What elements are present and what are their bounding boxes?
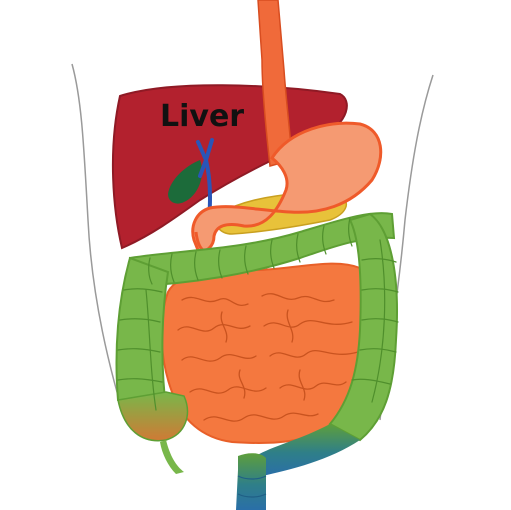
rectum <box>236 453 266 510</box>
appendix-tip <box>160 440 184 474</box>
liver-label: Liver <box>160 99 244 134</box>
ascending-colon <box>115 256 170 410</box>
small-intestine <box>160 262 379 444</box>
gallbladder <box>168 160 203 204</box>
sigmoid-colon <box>256 424 360 476</box>
stomach <box>191 121 383 253</box>
transverse-colon <box>128 212 396 288</box>
large-intestine <box>115 212 399 476</box>
appendix <box>117 391 189 442</box>
